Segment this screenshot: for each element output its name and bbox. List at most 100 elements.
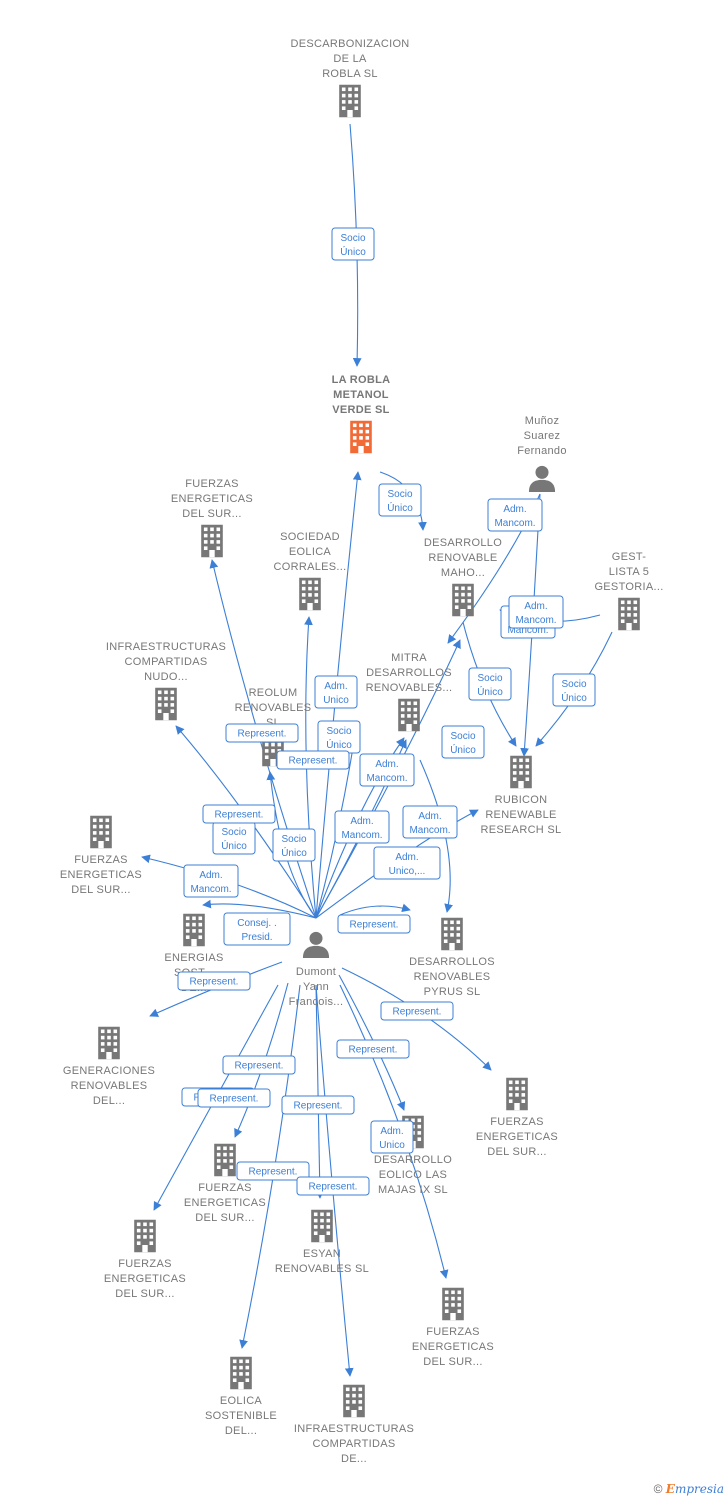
node-label-line: NUDO...: [144, 671, 188, 683]
node-label-line: INFRAESTRUCTURAS: [294, 1423, 414, 1435]
relationship-label[interactable]: Represent.: [202, 804, 276, 824]
node-label-line: ENERGETICAS: [412, 1341, 494, 1353]
relationship-edge: [339, 903, 411, 916]
company-node-infra2[interactable]: INFRAESTRUCTURASCOMPARTIDASDE...: [294, 1384, 414, 1465]
node-label-line: SOCIEDAD: [280, 531, 340, 543]
relationship-label-text: Unico: [323, 695, 349, 706]
relationship-label-text: Único: [281, 846, 307, 859]
node-label-line: DEL SUR...: [423, 1356, 482, 1368]
node-label-line: FUERZAS: [426, 1326, 479, 1338]
relationship-label[interactable]: Adm.Mancom.: [334, 810, 390, 844]
relationship-label-box: [552, 673, 596, 707]
relationship-label[interactable]: Consej. .Presid.: [223, 912, 291, 946]
relationship-label-text: Socio: [281, 834, 306, 845]
node-label-line: Francois...: [289, 996, 344, 1008]
relationship-label-box: [222, 1055, 296, 1075]
relationship-label-text: Represent.: [238, 729, 287, 740]
relationship-label[interactable]: Represent.: [380, 1001, 454, 1021]
relationship-label-text: Adm.: [375, 759, 398, 770]
relationship-label[interactable]: Represent.: [337, 914, 411, 934]
empresia-logo[interactable]: Empresia: [665, 1482, 724, 1496]
relationship-label-text: Represent.: [289, 756, 338, 767]
relationship-label[interactable]: Represent.: [197, 1088, 271, 1108]
relationship-label[interactable]: Represent.: [336, 1039, 410, 1059]
relationship-label-text: Adm.: [503, 504, 526, 515]
relationship-label[interactable]: Adm.Mancom.: [183, 864, 239, 898]
node-label-line: ENERGETICAS: [476, 1131, 558, 1143]
relationship-label-box: [314, 675, 358, 709]
relationship-label[interactable]: Adm.Mancom.: [402, 805, 458, 839]
relationship-label[interactable]: Represent.: [177, 971, 251, 991]
node-label-line: RENOVABLES...: [366, 682, 453, 694]
node-label-line: ENERGETICAS: [104, 1273, 186, 1285]
relationship-label-text: Represent.: [393, 1007, 442, 1018]
relationship-label[interactable]: Represent.: [296, 1176, 370, 1196]
company-node-infra1[interactable]: INFRAESTRUCTURASCOMPARTIDASNUDO...: [106, 641, 226, 721]
company-node-eolica[interactable]: EOLICASOSTENIBLEDEL...: [205, 1356, 277, 1437]
relationship-label[interactable]: Adm.Unico: [370, 1120, 414, 1154]
company-node-fuerzas6[interactable]: FUERZAS ENERGETICAS DEL SUR...: [412, 1287, 494, 1368]
building-icon: [452, 583, 474, 617]
node-label-line: ROBLA SL: [322, 68, 378, 80]
relationship-label-text: Represent.: [349, 1045, 398, 1056]
relationship-label[interactable]: Represent.: [236, 1161, 310, 1181]
relationship-label[interactable]: Represent.: [225, 723, 299, 743]
relationship-label[interactable]: Represent.: [276, 750, 350, 770]
relationship-label[interactable]: Adm.Unico,...: [373, 846, 441, 880]
relationship-label-text: Mancom.: [507, 625, 548, 636]
node-label-line: LA ROBLA: [332, 374, 391, 386]
relationship-label[interactable]: Adm.Mancom.: [508, 595, 564, 629]
relationship-label[interactable]: Adm.Mancom.: [359, 753, 415, 787]
relationship-label-text: Adm.: [380, 1126, 403, 1137]
relationship-label-box: [336, 1039, 410, 1059]
node-label-line: EOLICA: [220, 1395, 263, 1407]
node-label-line: RUBICON: [495, 794, 548, 806]
company-node-desarrollo_maho[interactable]: DESARROLLORENOVABLEMAHO...: [424, 537, 502, 617]
person-node-dumont[interactable]: DumontYannFrancois...: [289, 931, 344, 1008]
node-label-line: Yann: [303, 981, 329, 993]
company-node-sociedad[interactable]: SOCIEDADEOLICACORRALES...: [274, 531, 347, 611]
node-label-line: RENOVABLES: [71, 1080, 148, 1092]
relationship-label-box: [508, 595, 564, 629]
relationship-label-box: [402, 805, 458, 839]
relationship-label[interactable]: Adm.Mancom.: [487, 498, 543, 532]
relationship-label-box: [177, 971, 251, 991]
relationship-label[interactable]: Adm.Unico: [314, 675, 358, 709]
relationship-label-text: Adm.: [524, 601, 547, 612]
relationship-label[interactable]: Represent.: [281, 1095, 355, 1115]
relationship-label-box: [202, 804, 276, 824]
relationship-label[interactable]: Represent.: [222, 1055, 296, 1075]
company-node-generaciones[interactable]: GENERACIONESRENOVABLESDEL...: [63, 1026, 155, 1107]
building-icon: [339, 84, 361, 118]
node-label-line: CORRALES...: [274, 561, 347, 573]
relationship-label-box: [359, 753, 415, 787]
relationship-label-box: [334, 810, 390, 844]
relationship-label-box: [373, 846, 441, 880]
company-node-mitra[interactable]: MITRADESARROLLOSRENOVABLES...: [366, 652, 453, 732]
company-node-gest[interactable]: GEST-LISTA 5GESTORIA...: [594, 551, 663, 631]
node-label-line: FUERZAS: [198, 1182, 251, 1194]
relationship-label-text: Mancom.: [190, 884, 231, 895]
